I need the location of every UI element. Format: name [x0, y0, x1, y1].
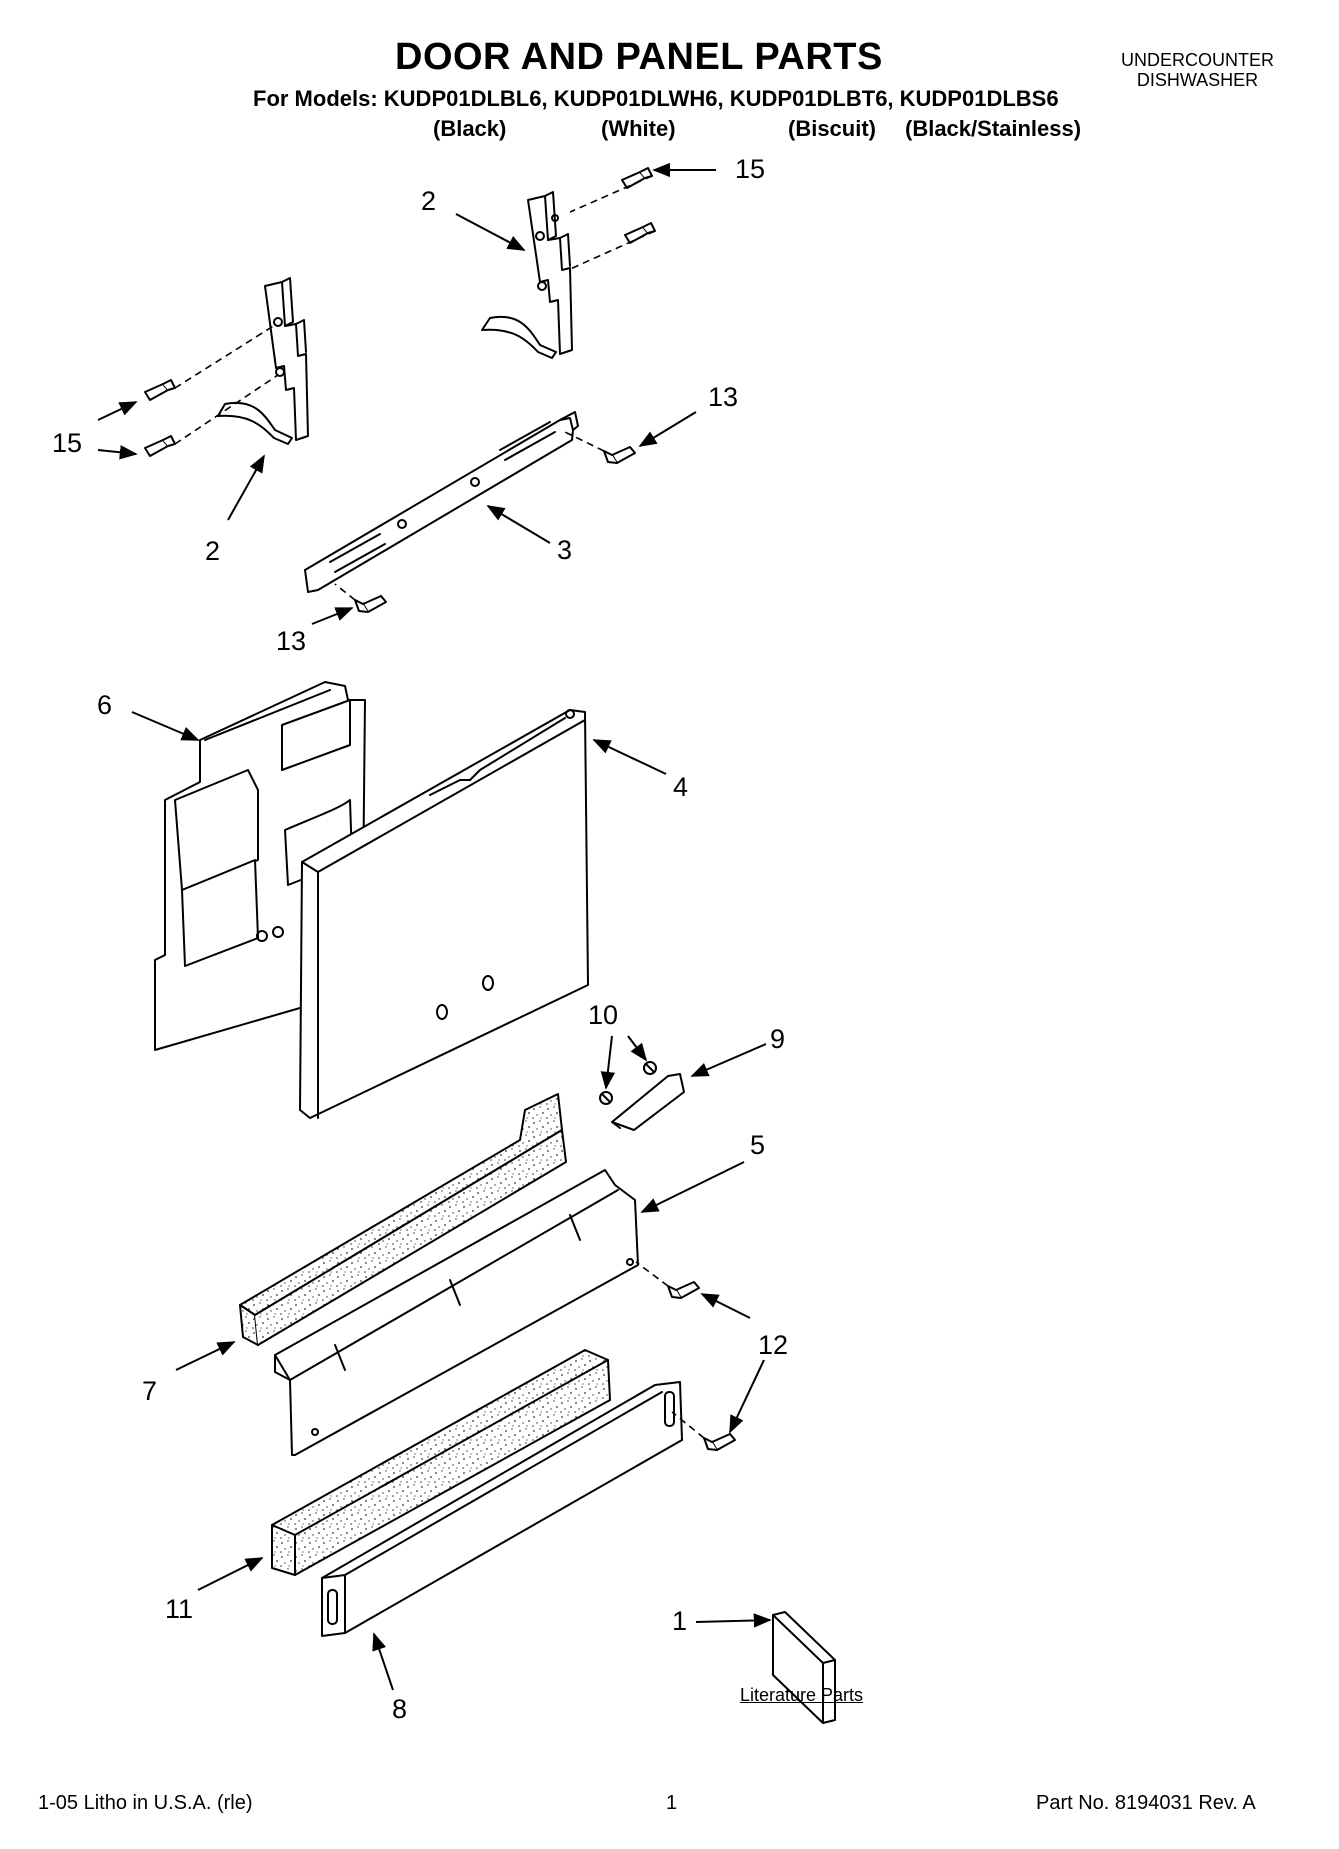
callout-9: 9 — [770, 1024, 786, 1054]
screw-15-left-b — [144, 435, 176, 457]
callout-15-left: 15 — [52, 428, 83, 458]
screw-15-left-a — [144, 379, 176, 401]
callout-2-top: 2 — [421, 186, 437, 216]
handle-cap — [611, 1073, 685, 1131]
callout-3: 3 — [557, 535, 573, 565]
screw-13-right — [603, 446, 636, 464]
literature-parts-label: Literature Parts — [740, 1685, 864, 1705]
screws-10 — [599, 1061, 657, 1105]
callout-5: 5 — [750, 1130, 766, 1160]
callout-7: 7 — [142, 1376, 158, 1406]
callout-4: 4 — [673, 772, 689, 802]
screw-12-upper — [667, 1281, 700, 1299]
product-line-2: DISHWASHER — [1136, 70, 1259, 90]
hinge-bracket-top — [481, 191, 573, 359]
footer-page-number: 1 — [666, 1792, 678, 1814]
page-title: DOOR AND PANEL PARTS — [395, 36, 883, 78]
product-line-1: UNDERCOUNTER — [1121, 50, 1274, 70]
callout-8: 8 — [392, 1694, 408, 1724]
leader-arrows — [97, 162, 772, 1691]
footer-part-number: Part No. 8194031 Rev. A — [1036, 1792, 1256, 1814]
footer-litho: 1-05 Litho in U.S.A. (rle) — [38, 1792, 253, 1814]
variant-black: (Black) — [433, 116, 507, 141]
callout-13-bottom: 13 — [276, 626, 307, 656]
hinge-bracket-left — [217, 277, 309, 445]
variant-black-stainless: (Black/Stainless) — [905, 116, 1082, 141]
mounting-rail — [304, 411, 579, 593]
variant-white: (White) — [601, 116, 676, 141]
insulation-strip-upper — [239, 1093, 567, 1346]
screw-13-bottom — [354, 595, 387, 613]
screw-12-lower — [703, 1433, 736, 1451]
insulation-block-lower — [271, 1349, 611, 1576]
screw-15-top-a — [621, 167, 653, 189]
models-line: For Models: KUDP01DLBL6, KUDP01DLWH6, KU… — [253, 86, 1059, 111]
callout-2-left: 2 — [205, 536, 221, 566]
variant-biscuit: (Biscuit) — [788, 116, 876, 141]
toe-panel-bracket — [274, 1169, 639, 1456]
callout-6: 6 — [97, 690, 113, 720]
callout-15-top: 15 — [735, 154, 766, 184]
callout-13-right: 13 — [708, 382, 739, 412]
kick-plate — [321, 1381, 683, 1637]
callout-1: 1 — [672, 1606, 688, 1636]
callout-10: 10 — [588, 1000, 619, 1030]
outer-door-panel — [299, 709, 589, 1119]
literature-booklet — [772, 1611, 836, 1724]
assembly-lines — [174, 175, 705, 1439]
product-type: UNDERCOUNTER DISHWASHER — [1100, 50, 1295, 90]
callout-11: 11 — [165, 1594, 194, 1624]
callout-12: 12 — [758, 1330, 789, 1360]
